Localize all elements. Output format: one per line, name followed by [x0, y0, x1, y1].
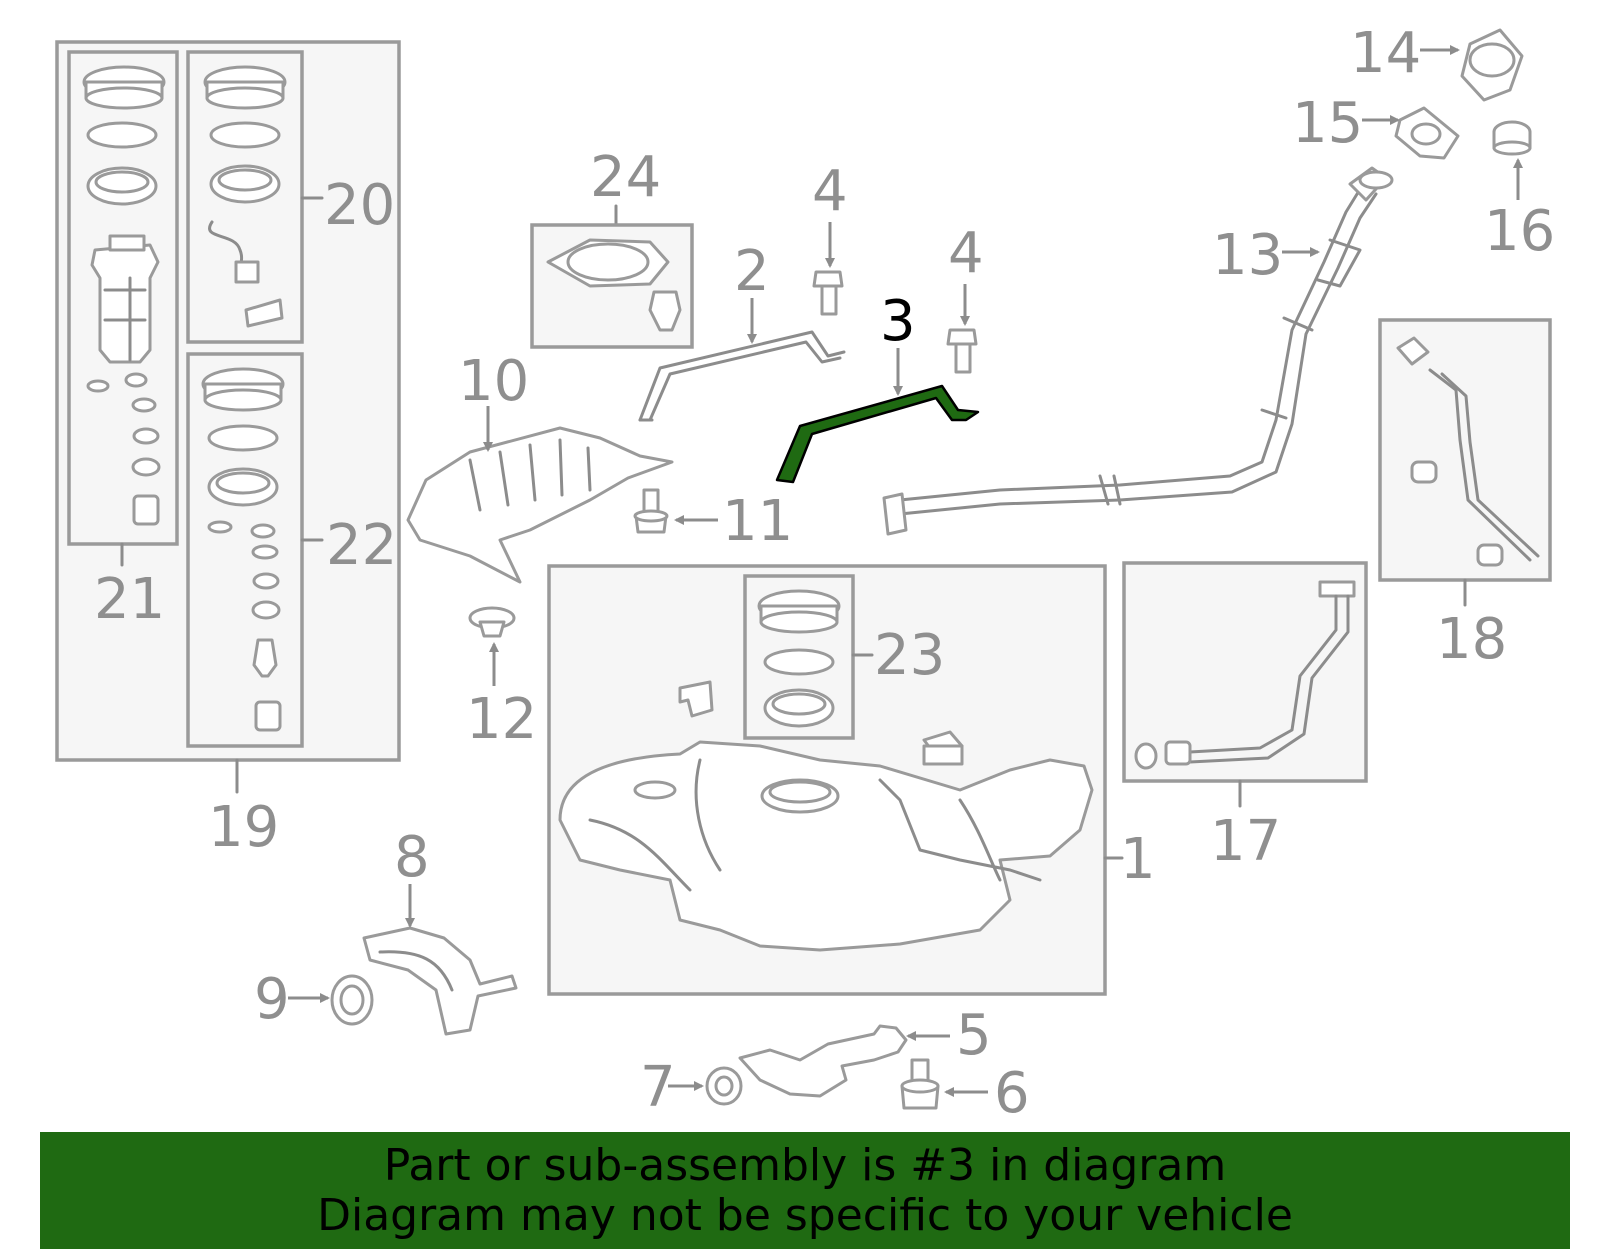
assembly-23-box	[743, 574, 874, 740]
label-part-8: 8	[394, 825, 430, 890]
label-part-18: 18	[1436, 607, 1507, 672]
part-14-fuel-cap	[1460, 28, 1524, 102]
part-4-bolt-b	[946, 328, 978, 374]
assembly-18-box	[1378, 318, 1552, 607]
banner-line-disclaimer: Diagram may not be specific to your vehi…	[317, 1189, 1293, 1241]
part-2-strap	[638, 330, 846, 422]
part-5-bracket	[738, 1024, 908, 1098]
label-part-23: 23	[874, 623, 945, 688]
label-part-6: 6	[994, 1061, 1030, 1126]
label-part-9: 9	[254, 967, 290, 1032]
label-part-13: 13	[1212, 223, 1283, 288]
label-part-4b: 4	[948, 221, 984, 286]
label-part-10: 10	[458, 349, 529, 414]
part-6-bolt	[900, 1058, 940, 1110]
assembly-22-box	[186, 352, 324, 748]
label-part-11: 11	[722, 489, 793, 554]
fuel-system-diagram: 1 2 3 4 4 5 6 7 8 9 10 11 12 13 14 15 16…	[55, 21, 1555, 1126]
label-part-19: 19	[208, 795, 279, 860]
label-part-4a: 4	[812, 159, 848, 224]
label-part-17: 17	[1210, 809, 1281, 874]
part-4-bolt-a	[812, 270, 844, 316]
assembly-24-box	[530, 204, 694, 349]
label-part-20: 20	[324, 173, 395, 238]
label-part-12: 12	[466, 687, 537, 752]
assembly-21-box	[67, 50, 179, 567]
part-15-gasket	[1394, 106, 1460, 160]
label-part-5: 5	[956, 1003, 992, 1068]
part-16-cap	[1492, 120, 1532, 156]
label-part-7: 7	[640, 1055, 676, 1120]
info-banner: Part or sub-assembly is #3 in diagram Di…	[40, 1132, 1570, 1249]
assembly-17-box	[1122, 561, 1368, 808]
label-part-2: 2	[734, 239, 770, 304]
label-part-21: 21	[94, 567, 165, 632]
callout-labels: 1 2 3 4 4 5 6 7 8 9 10 11 12 13 14 15 16…	[94, 21, 1555, 1126]
part-13-filler-pipe	[882, 166, 1394, 536]
label-part-3: 3	[880, 289, 916, 354]
part-10-heat-shield	[406, 426, 674, 584]
part-3-strap-highlighted	[775, 384, 980, 484]
part-12-grommet	[468, 606, 516, 638]
part-8-bracket	[362, 926, 518, 1036]
label-part-14: 14	[1350, 21, 1421, 86]
label-part-16: 16	[1484, 199, 1555, 264]
label-part-15: 15	[1292, 91, 1363, 156]
label-part-22: 22	[326, 513, 397, 578]
leader-lines	[288, 45, 1523, 1097]
banner-line-part-identifier: Part or sub-assembly is #3 in diagram	[383, 1139, 1227, 1191]
part-11-bolt	[633, 488, 669, 534]
part-9-nut	[330, 974, 374, 1026]
assembly-20-box	[186, 50, 324, 344]
label-part-1: 1	[1120, 827, 1156, 892]
part-7-nut	[705, 1066, 743, 1106]
label-part-24: 24	[590, 145, 661, 210]
